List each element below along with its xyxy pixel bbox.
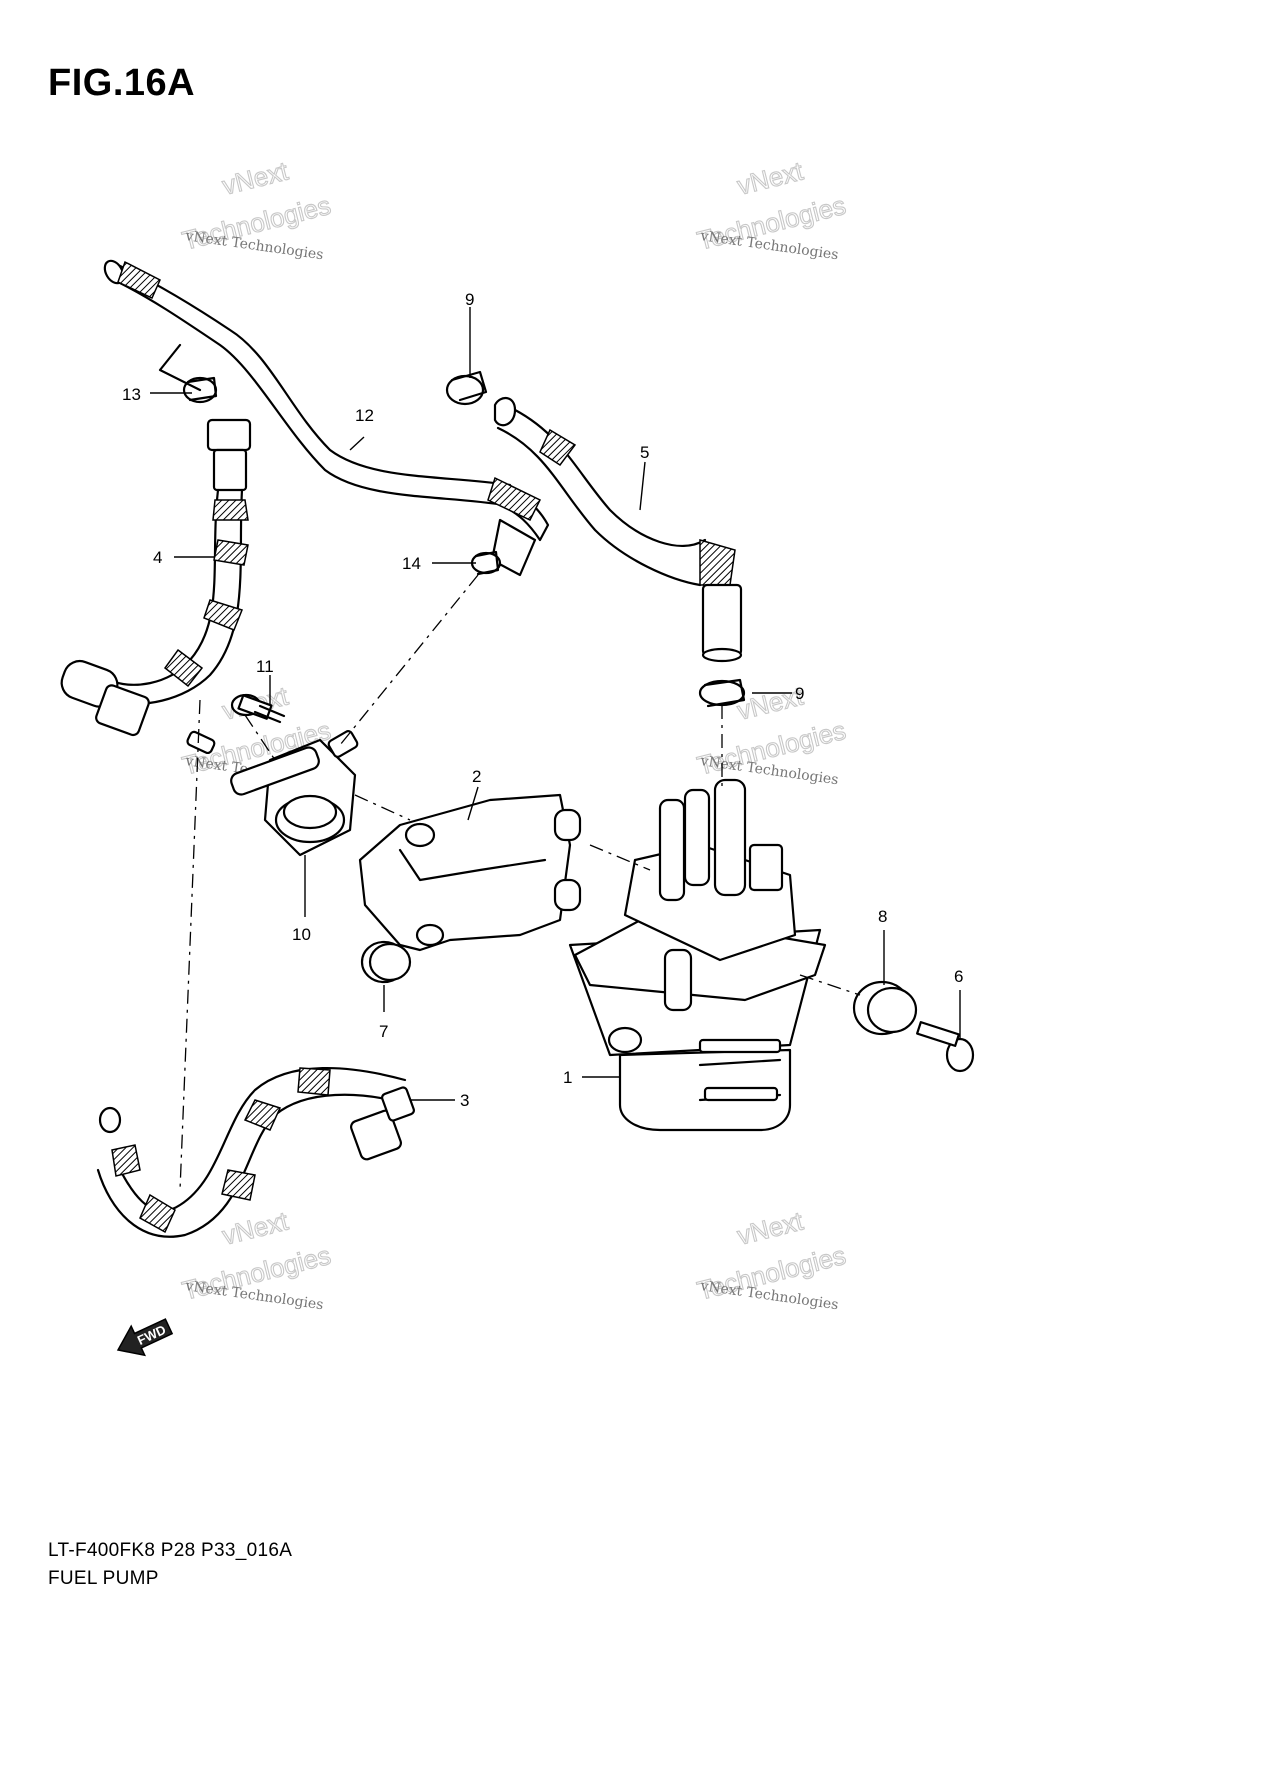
svg-text:vNext: vNext [219, 155, 291, 200]
callout-leaders [150, 307, 961, 1101]
callout-9-upper: 9 [465, 290, 474, 309]
callout-4: 4 [153, 548, 162, 567]
part-12-hose [103, 259, 550, 577]
callout-9-lower: 9 [795, 684, 804, 703]
svg-text:vNext: vNext [734, 155, 806, 200]
watermark-bottom-left: vNext Technologies vNext Technologies [179, 1205, 335, 1313]
part-13-clamp [158, 343, 218, 404]
callout-8: 8 [878, 907, 887, 926]
part-3-harness [96, 1066, 415, 1238]
watermark-top-left: vNext Technologies vNext Technologies [179, 155, 335, 263]
part-4-harness [60, 418, 252, 737]
part-1-fuel-pump [568, 778, 827, 1132]
part-9-clamp-lower [698, 678, 746, 708]
part-11-bolt [230, 693, 286, 724]
callout-5: 5 [640, 443, 649, 462]
callout-3: 3 [460, 1091, 469, 1110]
svg-text:vNext: vNext [219, 1205, 291, 1250]
part-6-screw [916, 1021, 975, 1073]
callout-10: 10 [292, 925, 311, 944]
figure-title: FIG.16A [48, 62, 196, 104]
callout-13: 13 [122, 385, 141, 404]
watermark-bottom-right: vNext Technologies vNext Technologies [694, 1205, 850, 1313]
part-14-clamp [470, 550, 502, 576]
part-9-clamp-upper [445, 370, 488, 406]
callout-1: 1 [563, 1068, 572, 1087]
callout-14: 14 [402, 554, 421, 573]
callout-labels: 13 12 9 5 4 14 11 9 2 10 7 8 6 3 1 [122, 290, 963, 1110]
callout-2: 2 [472, 767, 481, 786]
part-8-grommet [852, 980, 918, 1036]
callout-12: 12 [355, 406, 374, 425]
part-2-bracket [358, 793, 582, 952]
alignment-lines [179, 574, 861, 1191]
figure-code: LT-F400FK8 P28 P33_016A [48, 1540, 293, 1561]
fwd-label: FWD [135, 1322, 168, 1348]
callout-6: 6 [954, 967, 963, 986]
fwd-arrow-icon: FWD [116, 1318, 174, 1357]
figure-name: FUEL PUMP [48, 1568, 159, 1589]
part-7-grommet [360, 940, 412, 984]
part-10-valve [186, 730, 359, 857]
svg-text:vNext: vNext [734, 1205, 806, 1250]
watermark-top-right: vNext Technologies vNext Technologies [694, 155, 850, 263]
callout-11: 11 [256, 657, 274, 676]
callout-7: 7 [379, 1022, 388, 1041]
part-5-hose [493, 397, 743, 663]
